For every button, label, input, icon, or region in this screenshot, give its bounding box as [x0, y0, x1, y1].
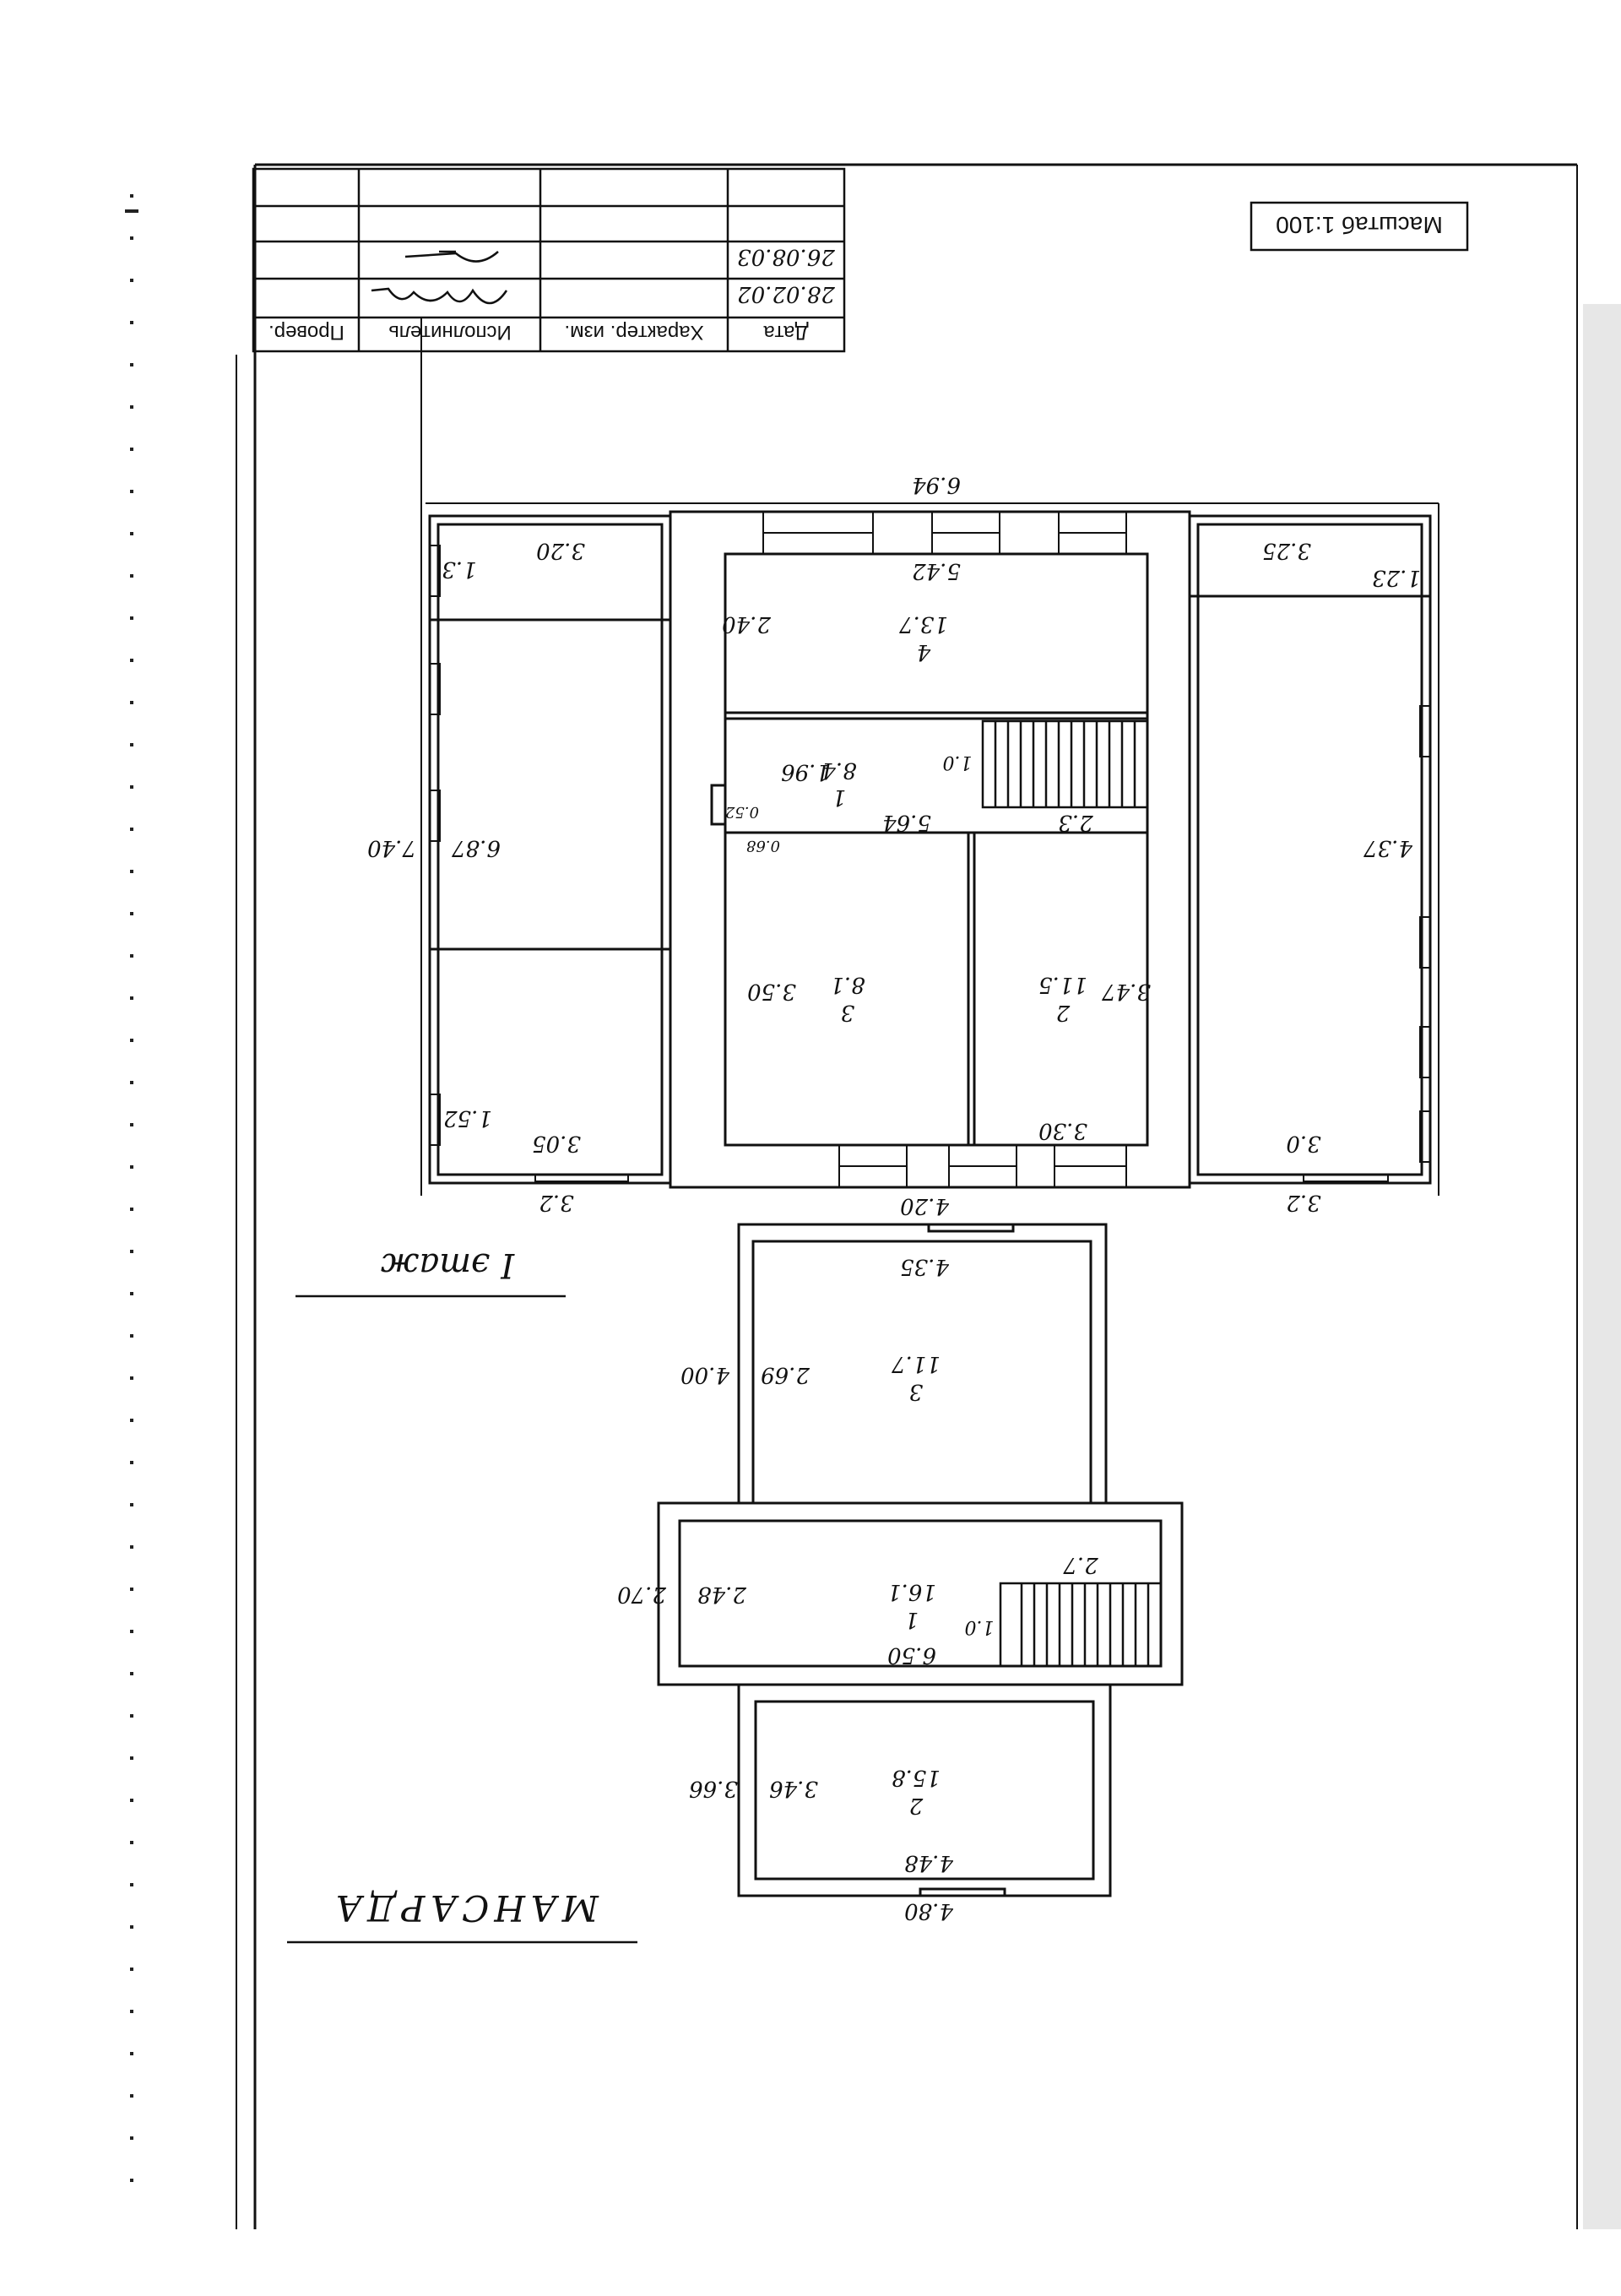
dim-hall-width: 5.64: [882, 810, 931, 835]
mansard-room2-no: 2: [909, 1793, 924, 1818]
dim-mansard-room3-outer-depth: 4.00: [680, 1362, 730, 1387]
signature-1: [371, 287, 508, 305]
dim-left-porch-depth: 4.37: [1363, 835, 1413, 860]
dim-room4-depth: 2.40: [722, 611, 772, 637]
right-porch: [428, 514, 672, 1185]
dim-room2-width: 3.30: [1038, 1118, 1087, 1143]
room2-area: 11.5: [1038, 972, 1087, 997]
room3-area: 8.1: [830, 972, 865, 997]
binding-marks: [125, 194, 138, 2196]
dim-niche-d: 0.68: [746, 837, 780, 855]
dim-left-porch-width-bottom2: 3.25: [1262, 538, 1311, 563]
first-floor-title: I этаж: [380, 1246, 515, 1284]
dim-right-porch-side-bottom: 1.3: [442, 556, 476, 582]
stamp-header-checker: Провер.: [268, 321, 344, 344]
dim-room2-depth: 3.47: [1102, 979, 1151, 1004]
dim-right-porch-depth: 6.87: [452, 835, 501, 860]
dim-mansard-hall-width: 6.50: [887, 1642, 936, 1668]
room1-no: 1: [832, 784, 847, 810]
room4-area: 13.7: [899, 611, 948, 637]
mansard-labels: 2 15.8 3.46 3.66 4.48 4.80 1 16.1 6.50 2…: [617, 1193, 1099, 1924]
dim-mansard-hall-outer: 2.70: [617, 1582, 667, 1607]
mansard-room2-area: 15.8: [892, 1765, 941, 1790]
dim-left-porch-side-bottom: 1.23: [1372, 565, 1421, 590]
mansard-room1-no: 1: [905, 1607, 919, 1632]
dim-mansard-room3-depth: 2.69: [761, 1362, 810, 1387]
stamp-date-1: 28.02.02: [737, 281, 836, 307]
room4-no: 4: [917, 639, 932, 665]
left-porch: [1188, 514, 1432, 1185]
first-floor-title-group: I этаж: [295, 1246, 566, 1298]
dim-left-porch-width-bottom: 3.2: [1286, 1190, 1320, 1215]
dim-mansard-room2-outer: 4.80: [904, 1898, 954, 1924]
dim-room3-depth: 3.50: [747, 979, 796, 1004]
dim-stair-width: 2.3: [1058, 810, 1093, 835]
dim-right-porch-side-top: 1.52: [443, 1105, 492, 1131]
stamp-header-executor: Исполнитель: [388, 321, 512, 344]
room2-no: 2: [1056, 1000, 1071, 1025]
mansard-room3-area: 11.7: [892, 1351, 941, 1376]
dim-niche-w: 0.52: [725, 803, 759, 821]
dim-mansard-room3-width: 4.35: [900, 1254, 950, 1279]
dim-mansard-room3-outer: 4.20: [900, 1193, 950, 1219]
dim-total-depth: 7.40: [367, 835, 416, 860]
drawing-frame: [236, 163, 1578, 2229]
mansard-title: МАНСАРДА: [330, 1887, 599, 1929]
dim-mansard-room2-outer-depth: 3.66: [689, 1776, 738, 1801]
first-floor-plan: [420, 318, 1439, 1196]
mansard-room3-no: 3: [909, 1379, 924, 1404]
dim-right-porch-width-bottom2: 3.20: [536, 538, 585, 563]
room3-no: 3: [841, 1000, 855, 1025]
mansard-title-group: МАНСАРДА: [287, 1887, 637, 1944]
scale-label: Масштаб 1:100: [1276, 212, 1443, 238]
dim-mansard-stair-landing: 1.0: [965, 1616, 995, 1637]
stamp-header-change: Характер. изм.: [564, 321, 703, 344]
main-block-inner: [724, 552, 1149, 1147]
room1-area: 8.4: [821, 757, 856, 783]
mansard-room1-area: 16.1: [887, 1579, 936, 1604]
mansard-plan: 2 15.8 3.46 3.66 4.48 4.80 1 16.1 6.50 2…: [617, 1193, 1184, 1924]
dim-room4-width: 5.42: [912, 558, 961, 583]
dim-mansard-stair-width: 2.7: [1063, 1552, 1099, 1577]
dim-mansard-room2-width: 4.48: [904, 1850, 954, 1875]
dim-mansard-room2-depth: 3.46: [769, 1776, 818, 1801]
signature-2: [404, 250, 499, 263]
stamp-date-2: 26.08.03: [737, 244, 836, 269]
dim-stair-landing: 1.0: [943, 752, 973, 773]
dim-overall-width: 6.94: [912, 472, 961, 497]
title-block: Дата Характер. изм. Исполнитель Провер. …: [252, 167, 846, 353]
dim-hall-depth: 1.96: [781, 759, 830, 784]
dim-right-porch-width-bottom: 3.2: [539, 1190, 573, 1215]
first-floor-windows: [429, 511, 1431, 1188]
dim-mansard-hall-depth: 2.48: [697, 1582, 747, 1607]
dim-left-porch-width-top: 3.0: [1286, 1131, 1320, 1156]
scan-edge: [1583, 304, 1621, 2229]
first-floor-labels: 6.94 5.42 2.40 4 13.7 1.96 1 8.4 5.64 2.…: [367, 472, 1421, 1215]
dim-right-porch-width-top: 3.05: [532, 1131, 581, 1156]
scale-box: Масштаб 1:100: [1250, 201, 1469, 252]
first-floor-dimension-lines: [420, 318, 1439, 1196]
first-floor-stair: [981, 719, 1149, 809]
stamp-header-date: Дата: [763, 321, 809, 344]
mansard-stair: [999, 1582, 1163, 1668]
